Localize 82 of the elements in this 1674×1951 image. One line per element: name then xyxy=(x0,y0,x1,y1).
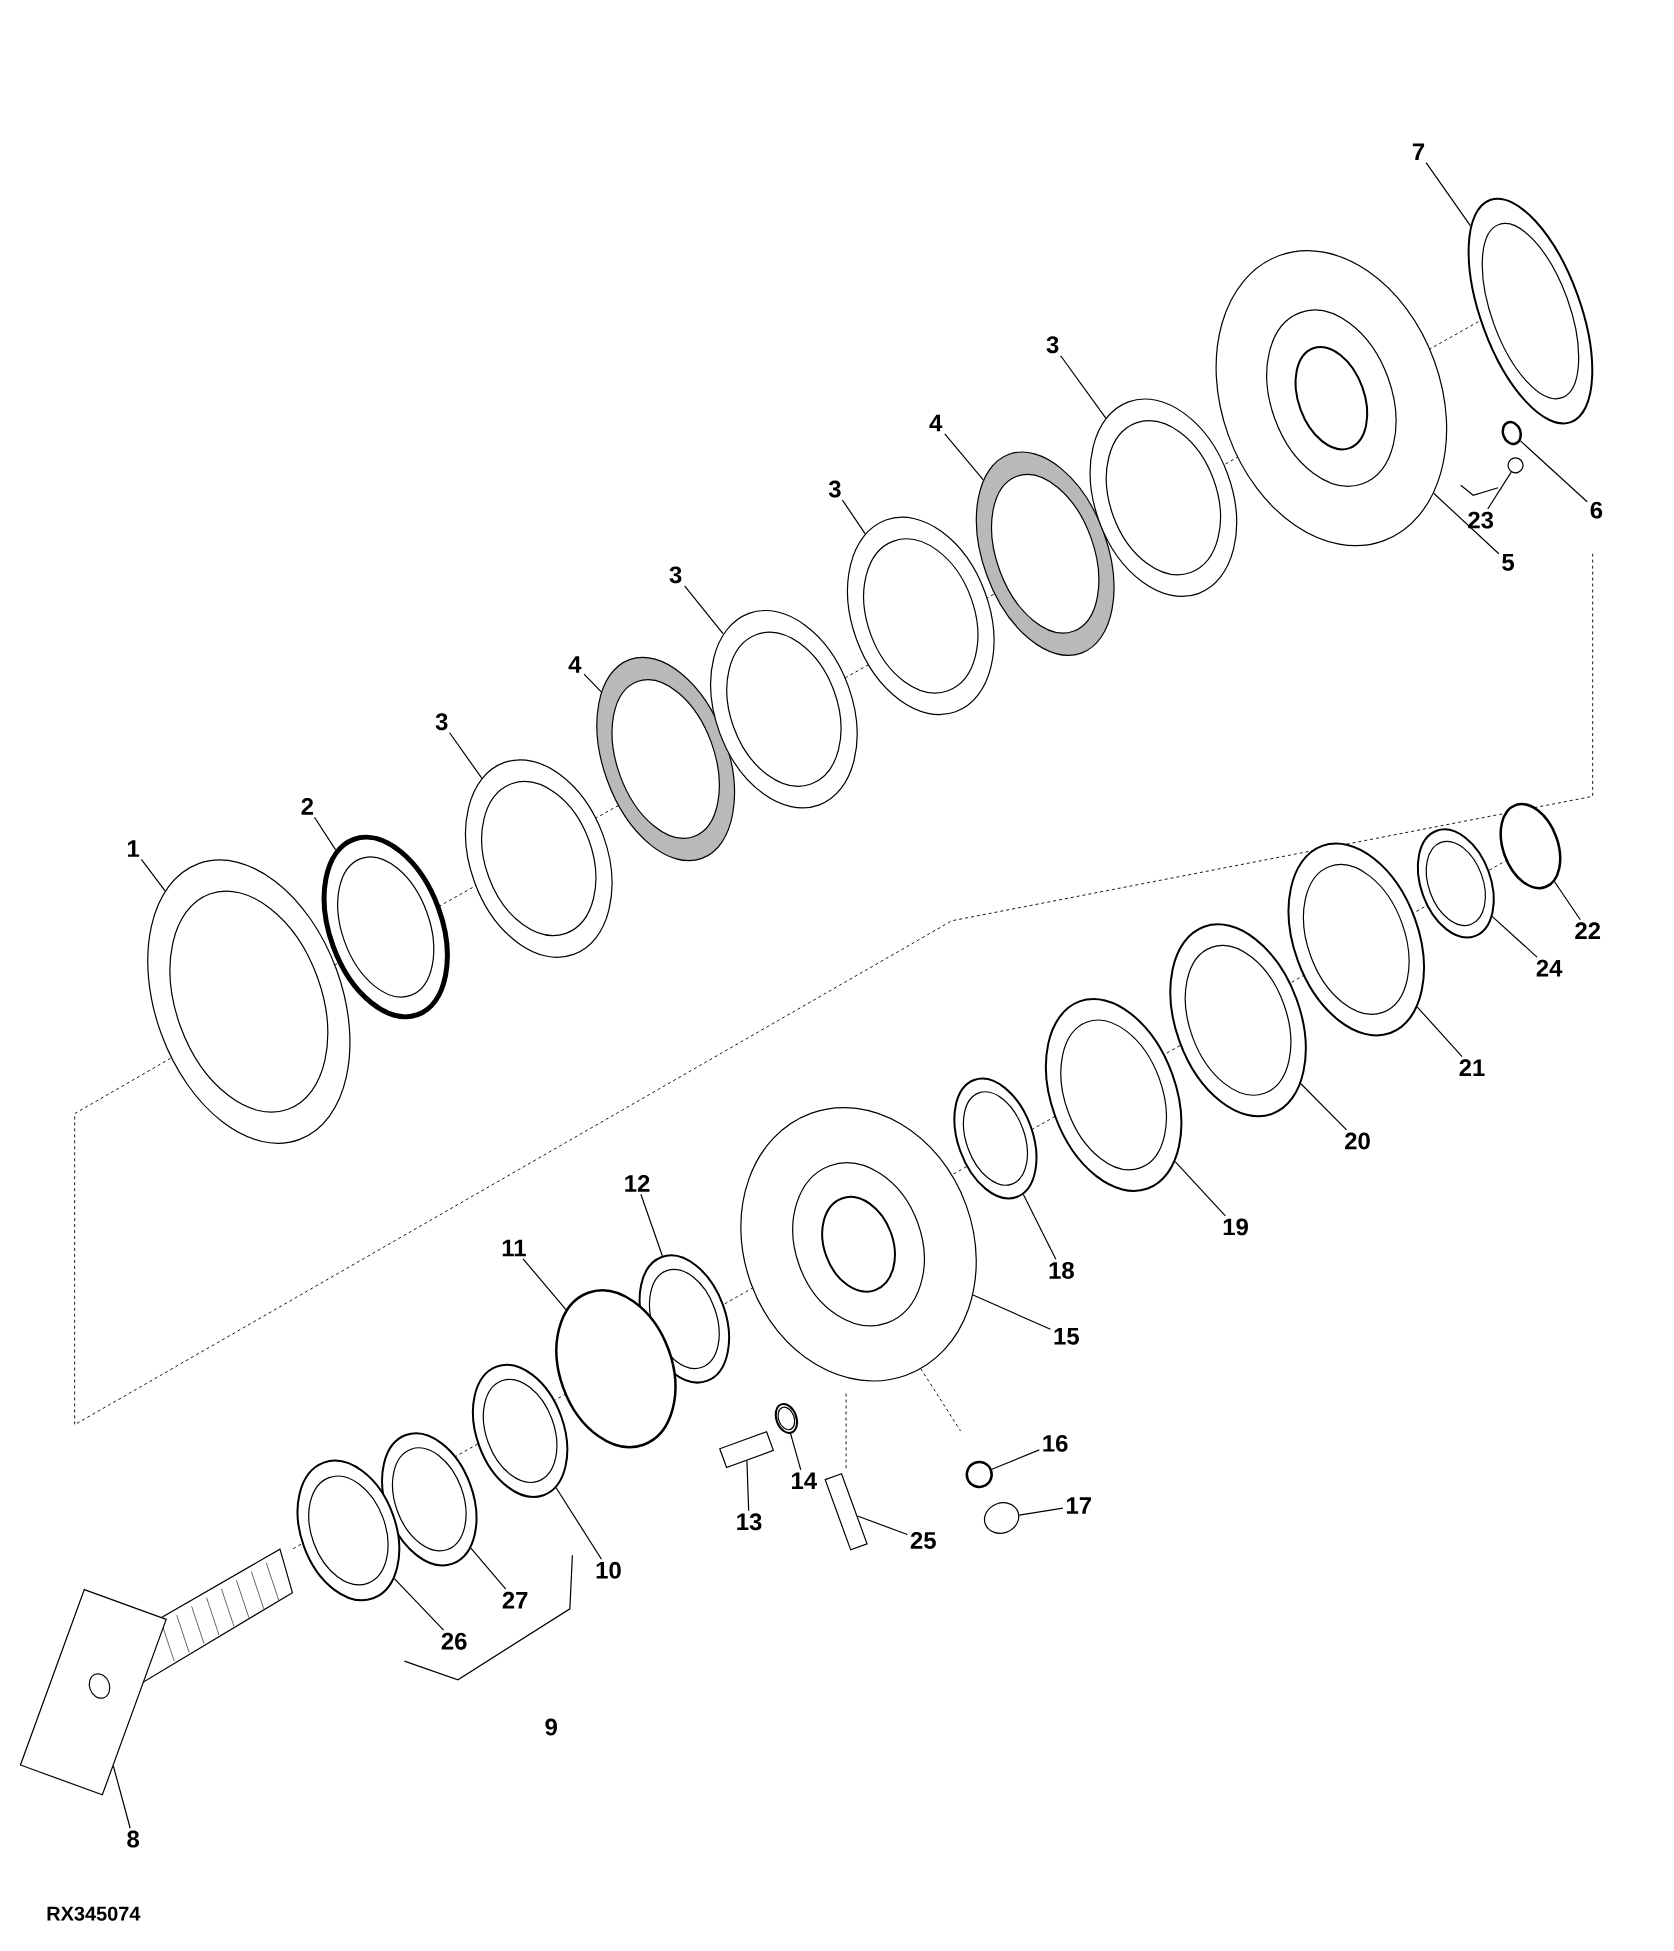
callout-number: 12 xyxy=(625,1174,650,1192)
ring xyxy=(953,1077,1038,1200)
callout-number: 6 xyxy=(1590,501,1603,519)
callout-number: 23 xyxy=(1468,511,1494,529)
leader-line xyxy=(449,732,483,779)
leader-line xyxy=(1023,1193,1057,1260)
callout-number: 5 xyxy=(1502,554,1515,571)
callout-number: 24 xyxy=(1536,959,1563,977)
ring xyxy=(472,1363,569,1498)
ring xyxy=(1467,197,1594,425)
ring xyxy=(1045,998,1183,1192)
callout-number: 22 xyxy=(1575,922,1601,940)
callout-number: 14 xyxy=(792,1472,818,1489)
callout-number: 27 xyxy=(502,1591,528,1609)
leader-line xyxy=(1018,1507,1064,1516)
snap-ring xyxy=(965,1460,994,1489)
ring xyxy=(1417,828,1495,939)
callout-number: 3 xyxy=(829,480,841,498)
leader-line xyxy=(746,1460,750,1512)
separator-plate xyxy=(847,516,995,716)
leader-line xyxy=(857,1515,909,1536)
gear xyxy=(321,834,450,1020)
leader-line xyxy=(1487,471,1513,510)
callout-number: 20 xyxy=(1345,1132,1371,1150)
leader-line xyxy=(140,858,166,892)
leader-line xyxy=(1425,162,1472,227)
callout-number: 15 xyxy=(1054,1328,1080,1345)
leader-line xyxy=(1433,492,1500,555)
ring xyxy=(774,1403,799,1434)
separator-plate xyxy=(465,759,613,958)
plug xyxy=(984,1502,1020,1534)
snap-ring xyxy=(1499,802,1562,890)
leader-line xyxy=(640,1193,664,1257)
housing-drawing xyxy=(740,1107,978,1382)
leader-line xyxy=(583,673,602,693)
leader-line xyxy=(1060,355,1107,419)
leader-line xyxy=(944,433,985,481)
callout-number: 21 xyxy=(1459,1059,1485,1076)
separator-plate xyxy=(1089,398,1238,597)
leader-line xyxy=(991,1449,1041,1470)
drawing-number: RX345074 xyxy=(47,1906,141,1921)
leader-line xyxy=(314,816,337,851)
leader-line xyxy=(1554,881,1582,921)
callout-number: 3 xyxy=(1046,336,1059,354)
callout-number: 16 xyxy=(1043,1434,1068,1452)
callout-number: 13 xyxy=(737,1513,762,1531)
callout-number: 3 xyxy=(435,713,448,731)
leader-line xyxy=(555,1487,603,1560)
leader-line xyxy=(1174,1160,1227,1217)
callout-number: 9 xyxy=(545,1718,558,1736)
callout-number: 7 xyxy=(1413,143,1425,161)
callout-number: 11 xyxy=(503,1239,527,1257)
leader-line xyxy=(842,499,867,535)
callout-number: 26 xyxy=(441,1632,467,1650)
leader-line xyxy=(1520,440,1588,503)
callout-number: 4 xyxy=(929,414,943,432)
leader-line xyxy=(790,1433,802,1471)
plug xyxy=(1507,457,1524,474)
leader-line xyxy=(393,1577,445,1631)
callout-number: 2 xyxy=(301,797,314,815)
callout-number: 1 xyxy=(128,840,140,857)
ring xyxy=(296,1459,401,1602)
leader-line xyxy=(113,1765,131,1829)
separator-plate xyxy=(710,609,858,809)
callout-number: 8 xyxy=(127,1830,140,1848)
callout-number: 18 xyxy=(1049,1261,1075,1279)
ring xyxy=(1169,923,1307,1118)
leader-line xyxy=(1300,1083,1348,1131)
callout-number: 10 xyxy=(596,1561,621,1579)
callout-number: 19 xyxy=(1224,1218,1249,1236)
leader-line xyxy=(972,1294,1052,1330)
leader-line xyxy=(470,1547,507,1590)
callout-number: 3 xyxy=(669,566,682,584)
leader-line xyxy=(522,1258,567,1311)
leader-line xyxy=(1417,1006,1463,1058)
shaft-drawing xyxy=(19,1548,294,1796)
leader-line xyxy=(684,585,725,635)
snap-ring xyxy=(1501,420,1523,446)
callout-number: 25 xyxy=(911,1531,937,1549)
callout-number: 17 xyxy=(1067,1497,1092,1514)
leader-line xyxy=(1492,916,1538,958)
callout-number: 4 xyxy=(568,656,582,673)
